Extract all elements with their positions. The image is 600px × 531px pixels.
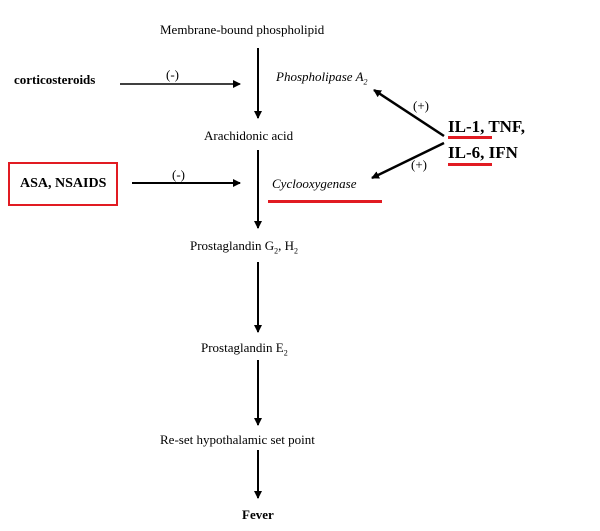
- cyclooxygenase-plus-sign: (+): [411, 157, 427, 172]
- fever-label: Fever: [242, 507, 274, 522]
- corticosteroids-minus-sign: (-): [166, 67, 179, 82]
- il6-label: IL-6: [448, 143, 481, 162]
- cyclooxygenase-underline: [268, 200, 382, 203]
- phospholipase-a2-label: Phospholipase A2: [276, 69, 368, 87]
- il1-label: IL-1: [448, 117, 481, 136]
- corticosteroids-label: corticosteroids: [14, 72, 96, 87]
- phospholipase-plus-sign: (+): [413, 98, 429, 113]
- cyclooxygenase-label: Cyclooxygenase: [272, 176, 357, 191]
- il1-underline: [448, 136, 492, 139]
- il6-underline: [448, 163, 492, 166]
- reset-set-point-label: Re-set hypothalamic set point: [160, 432, 315, 447]
- cytokines-line-1: IL-1, TNF,: [448, 117, 526, 136]
- prostaglandin-e2-label: Prostaglandin E2: [201, 340, 288, 358]
- membrane-phospholipid-label: Membrane-bound phospholipid: [160, 22, 325, 37]
- arrow-cytokines-to-phospholipase: [373, 88, 445, 138]
- asa-nsaids-box: ASA, NSAIDS: [8, 162, 119, 206]
- arrow-cytokines-to-cyclooxygenase: [371, 141, 445, 180]
- cytokines-line-2: IL-6, IFN: [448, 143, 518, 162]
- prostaglandin-g2-h2-label: Prostaglandin G2, H2: [190, 238, 299, 256]
- asa-minus-sign: (-): [172, 167, 185, 182]
- arachidonic-acid-label: Arachidonic acid: [204, 128, 294, 143]
